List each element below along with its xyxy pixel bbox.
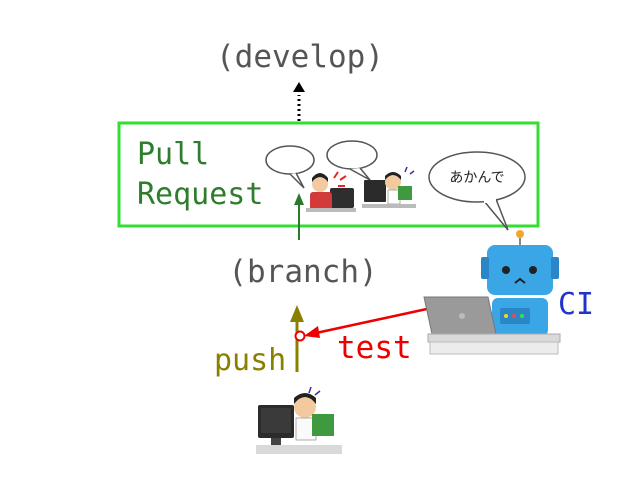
robot-speech-bubble: [428, 151, 526, 231]
merge-arrow: [293, 82, 305, 121]
reviewer-speech-bubble-1: [265, 145, 315, 189]
reviewer-speech-bubble-2: [326, 140, 378, 181]
laptop-icon: [423, 296, 561, 355]
develop-label: (develop): [216, 39, 384, 75]
reading-reviewer-icon: [362, 166, 416, 208]
push-arrow: [290, 305, 304, 372]
pull-request-box: [117, 121, 540, 228]
branch-label: (branch): [228, 254, 377, 290]
angry-reviewer-icon: [306, 171, 356, 212]
robot-speech-text: あかんで: [449, 170, 504, 186]
ci-label: CI: [558, 287, 594, 322]
pr-arrow: [294, 193, 304, 240]
push-label: push: [214, 343, 286, 378]
ci-robot-icon: [481, 230, 559, 336]
pull-request-label-line1: Pull: [137, 137, 209, 172]
pull-request-label-line2: Request: [137, 177, 263, 212]
developer-icon: [256, 386, 342, 454]
test-arrow: [294, 305, 437, 342]
test-label: test: [337, 330, 412, 366]
